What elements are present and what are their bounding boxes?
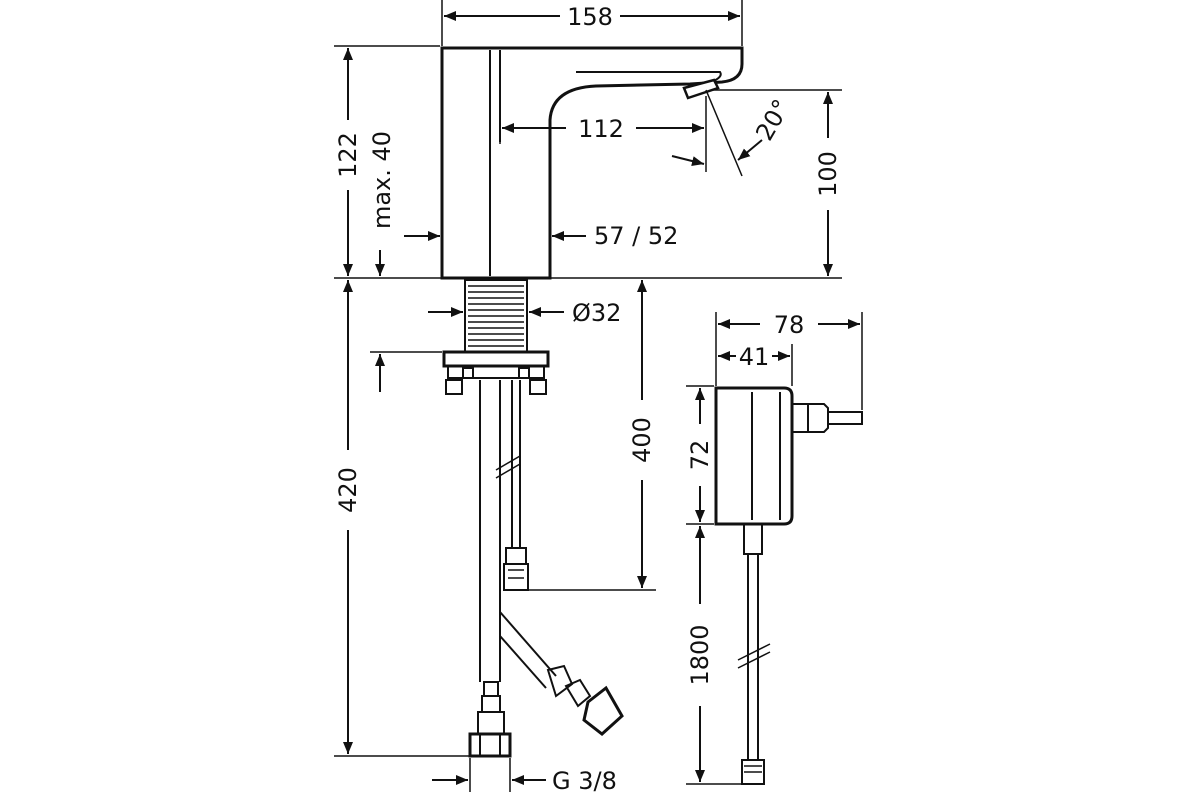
power-adapter (714, 386, 863, 785)
label-78: 78 (774, 311, 805, 339)
label-1800: 1800 (686, 624, 714, 685)
label-122: 122 (334, 132, 362, 178)
supply-hoses (468, 380, 624, 758)
label-72: 72 (686, 440, 714, 471)
label-20-degrees: 20° (750, 95, 796, 146)
label-57-52: 57 / 52 (594, 222, 678, 250)
spout-outlet (682, 78, 720, 100)
label-max-40: max. 40 (368, 131, 396, 229)
faucet-body (440, 46, 744, 280)
label-100: 100 (814, 151, 842, 197)
dimension-labels: 158 122 max. 40 112 20° 100 57 / 52 Ø32 … (334, 3, 842, 795)
label-400: 400 (628, 417, 656, 463)
shank (442, 279, 550, 395)
label-112: 112 (578, 115, 624, 143)
dimension-lines (334, 0, 863, 792)
label-158: 158 (567, 3, 613, 31)
label-41: 41 (739, 343, 770, 371)
label-420: 420 (334, 467, 362, 513)
label-g-3-8: G 3/8 (552, 767, 617, 795)
label-diameter-32: Ø32 (572, 299, 621, 327)
